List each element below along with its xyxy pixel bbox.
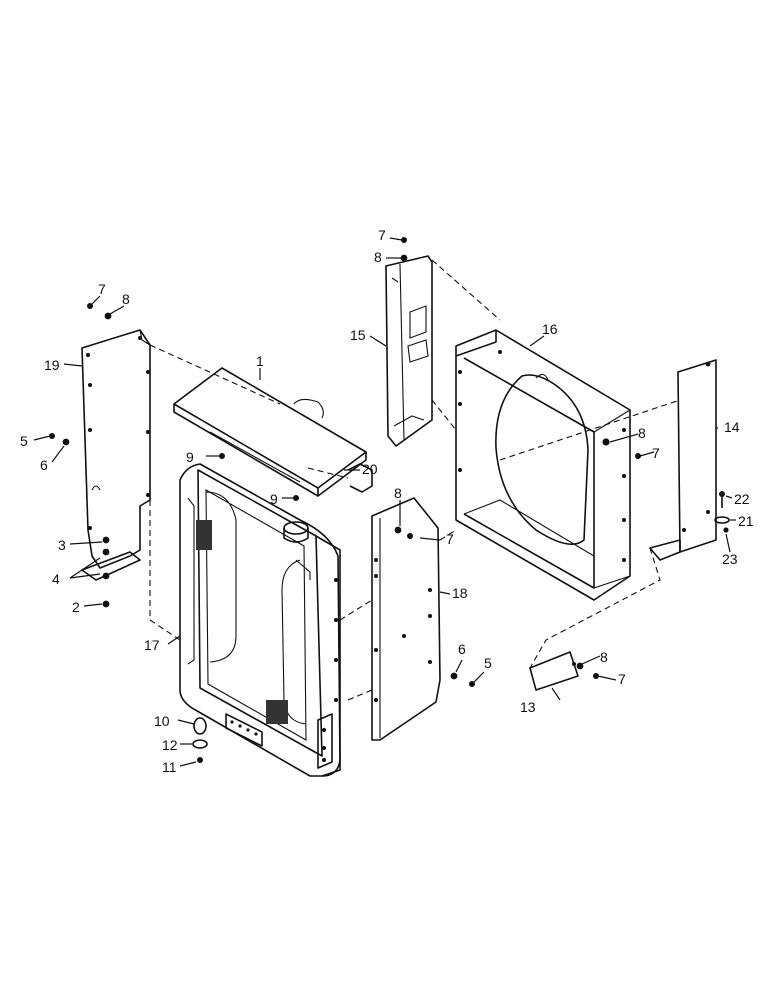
callout-7-bottom: 7 [618, 671, 626, 687]
callout-23: 23 [722, 551, 738, 567]
callout-labels: 1 2 3 4 5 5 6 6 7 7 7 7 7 8 8 8 8 8 8 9 … [20, 227, 754, 775]
part-15-duct [385, 255, 433, 447]
callout-18: 18 [452, 585, 468, 601]
part-16-fan-shroud [455, 329, 631, 601]
part-18-right-panel [371, 497, 441, 741]
callout-12: 12 [162, 737, 178, 753]
callout-14: 14 [724, 419, 740, 435]
callout-4: 4 [52, 571, 60, 587]
leader-lines [33, 237, 736, 767]
callout-19: 19 [44, 357, 60, 373]
callout-7-top: 7 [378, 227, 386, 243]
callout-1: 1 [256, 353, 264, 369]
callout-8-bottom: 8 [600, 649, 608, 665]
callout-5-right: 5 [484, 655, 492, 671]
part-19-left-panel [81, 329, 151, 581]
callout-8-mid: 8 [394, 485, 402, 501]
callout-16: 16 [542, 321, 558, 337]
callout-8-top: 8 [374, 249, 382, 265]
callout-13: 13 [520, 699, 536, 715]
callout-22: 22 [734, 491, 750, 507]
callout-3: 3 [58, 537, 66, 553]
callout-7-right: 7 [652, 445, 660, 461]
part-14-support [649, 359, 717, 561]
callout-2: 2 [72, 599, 80, 615]
callout-11: 11 [162, 759, 177, 775]
callout-21: 21 [738, 513, 754, 529]
callout-15: 15 [350, 327, 366, 343]
callout-5-left: 5 [20, 433, 28, 449]
callout-17: 17 [144, 637, 160, 653]
callout-8-right: 8 [638, 425, 646, 441]
callout-9-lower: 9 [270, 491, 278, 507]
callout-7-top-left: 7 [98, 281, 106, 297]
callout-20: 20 [362, 461, 378, 477]
alignment-lines [149, 259, 681, 701]
callout-7-mid: 7 [446, 531, 454, 547]
callout-8-top-left: 8 [122, 291, 130, 307]
callout-10: 10 [154, 713, 170, 729]
part-20-bracket [347, 463, 373, 493]
part-17-radiator [179, 463, 341, 777]
fasteners [49, 237, 730, 763]
callout-6-right: 6 [458, 641, 466, 657]
callout-6-left: 6 [40, 457, 48, 473]
part-13-plate [529, 651, 579, 691]
part-1-top-shroud [173, 367, 367, 497]
callout-9-upper: 9 [186, 449, 194, 465]
